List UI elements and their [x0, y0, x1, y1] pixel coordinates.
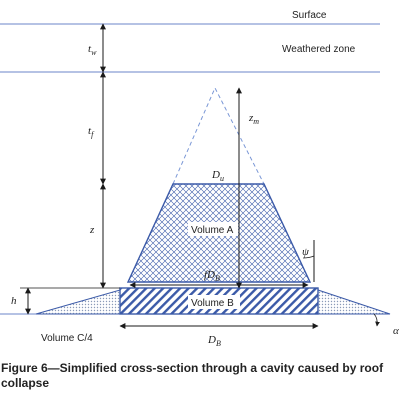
z-m-label: zm [248, 112, 259, 126]
psi-label: ψ [302, 246, 309, 258]
figure-caption: Figure 6—Simplified cross-section throug… [1, 361, 384, 390]
h-label: h [11, 295, 17, 307]
f-d-b-label: fDB [204, 269, 220, 283]
t-w-label: tw [88, 43, 97, 57]
t-f-label: tf [88, 125, 95, 139]
volume-b-rectangle [119, 287, 319, 315]
z-label: z [89, 224, 95, 236]
d-b-label: DB [207, 334, 221, 348]
alpha-label: α [393, 325, 399, 337]
alpha-angle-arc [373, 313, 380, 327]
volume-c4-right-wedge [317, 289, 391, 315]
volume-b-label-backdrop [188, 295, 240, 309]
volume-c4-left-wedge [35, 289, 121, 315]
psi-angle-arc [302, 255, 315, 259]
volume-a-label-backdrop [188, 222, 238, 236]
volume-c4-label: Volume C/4 [41, 333, 93, 344]
weathered-zone-label: Weathered zone [282, 44, 356, 55]
volume-b-label: Volume B [191, 298, 234, 309]
surface-label: Surface [292, 10, 327, 21]
volume-a-label: Volume A [191, 225, 234, 236]
dashed-cone-apex [172, 86, 265, 185]
cavity-cross-section-diagram: Surface Weathered zone tw tf zm z h Du f… [0, 10, 399, 348]
d-u-label: Du [211, 169, 224, 183]
